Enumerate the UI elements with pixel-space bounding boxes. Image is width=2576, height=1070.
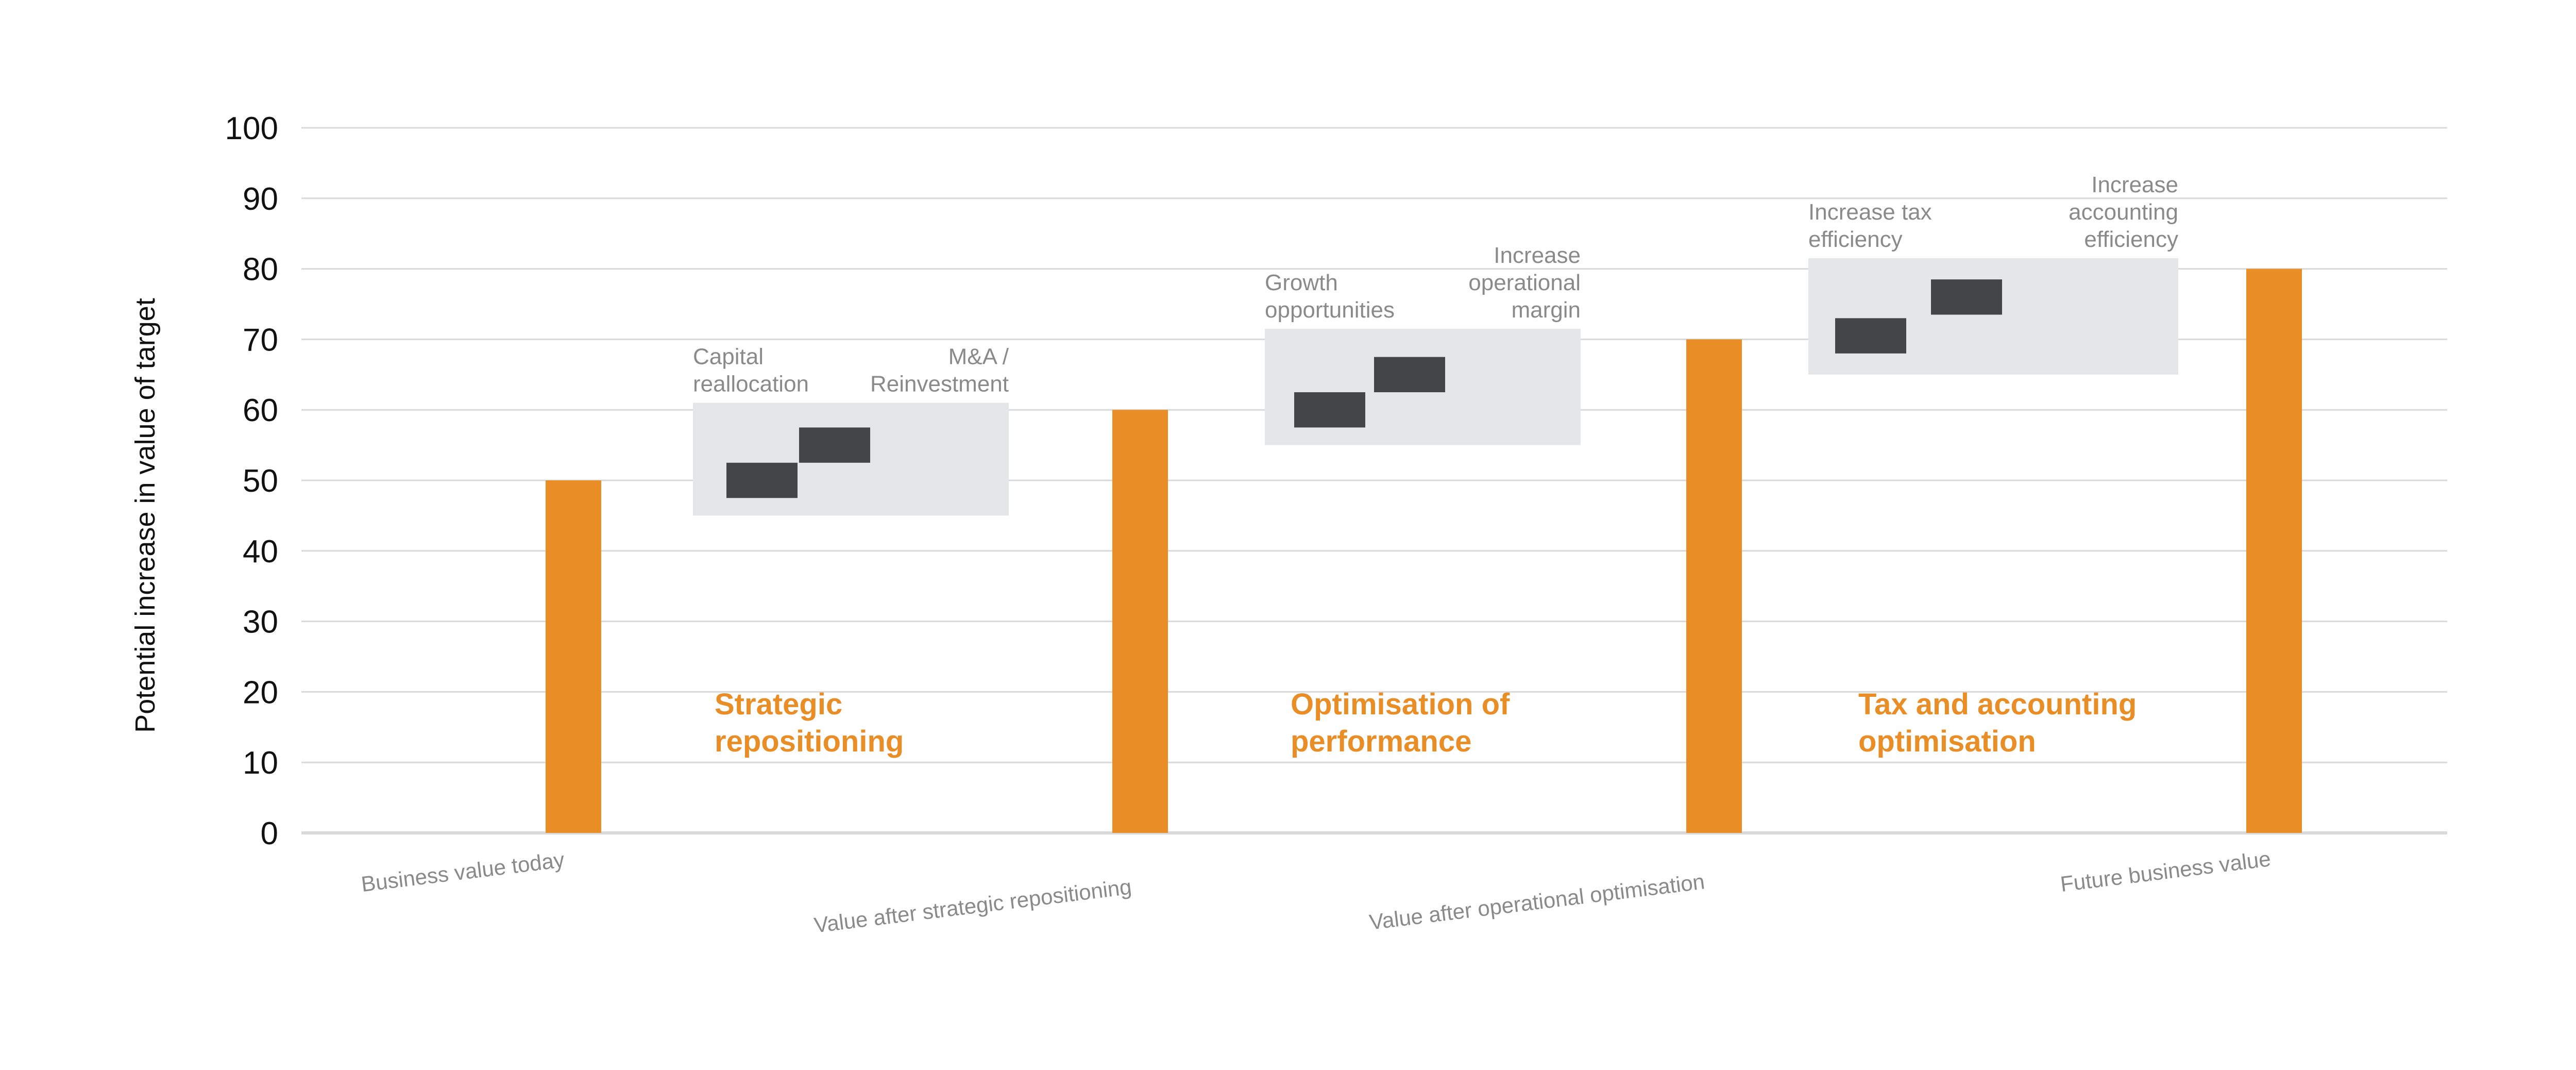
y-tick-label: 60 — [243, 393, 278, 428]
x-category-label: Future business value — [2059, 846, 2272, 896]
value-bar — [2246, 269, 2302, 833]
bars — [546, 269, 2302, 833]
range-marker — [1931, 279, 2002, 315]
y-tick-label: 0 — [261, 816, 278, 851]
y-tick-label: 100 — [225, 111, 278, 146]
value-bar — [1686, 339, 1742, 833]
range-item-label: M&A /Reinvestment — [870, 344, 1009, 397]
gridlines — [301, 127, 2447, 834]
y-tick-label: 40 — [243, 534, 278, 570]
y-tick-label: 30 — [243, 605, 278, 640]
range-marker — [726, 462, 798, 498]
value-bar — [546, 480, 601, 833]
y-axis-label: Potential increase in value of target — [130, 298, 161, 733]
y-tick-label: 50 — [243, 463, 278, 499]
value-bar — [1112, 410, 1168, 833]
range-box — [1808, 258, 2178, 375]
x-category-label: Value after strategic repositioning — [813, 874, 1133, 937]
x-category-label: Business value today — [360, 847, 566, 896]
range-marker — [1294, 392, 1365, 428]
y-tick-label: 90 — [243, 181, 278, 217]
range-marker — [1835, 318, 1906, 354]
y-tick-label: 20 — [243, 675, 278, 710]
y-tick-label: 80 — [243, 252, 278, 288]
x-category-label: Value after operational optimisation — [1368, 869, 1706, 934]
range-markers — [726, 279, 2002, 498]
y-tick-label: 70 — [243, 322, 278, 358]
y-tick-label: 10 — [243, 745, 278, 781]
range-marker — [1374, 357, 1445, 392]
range-marker — [799, 427, 870, 463]
